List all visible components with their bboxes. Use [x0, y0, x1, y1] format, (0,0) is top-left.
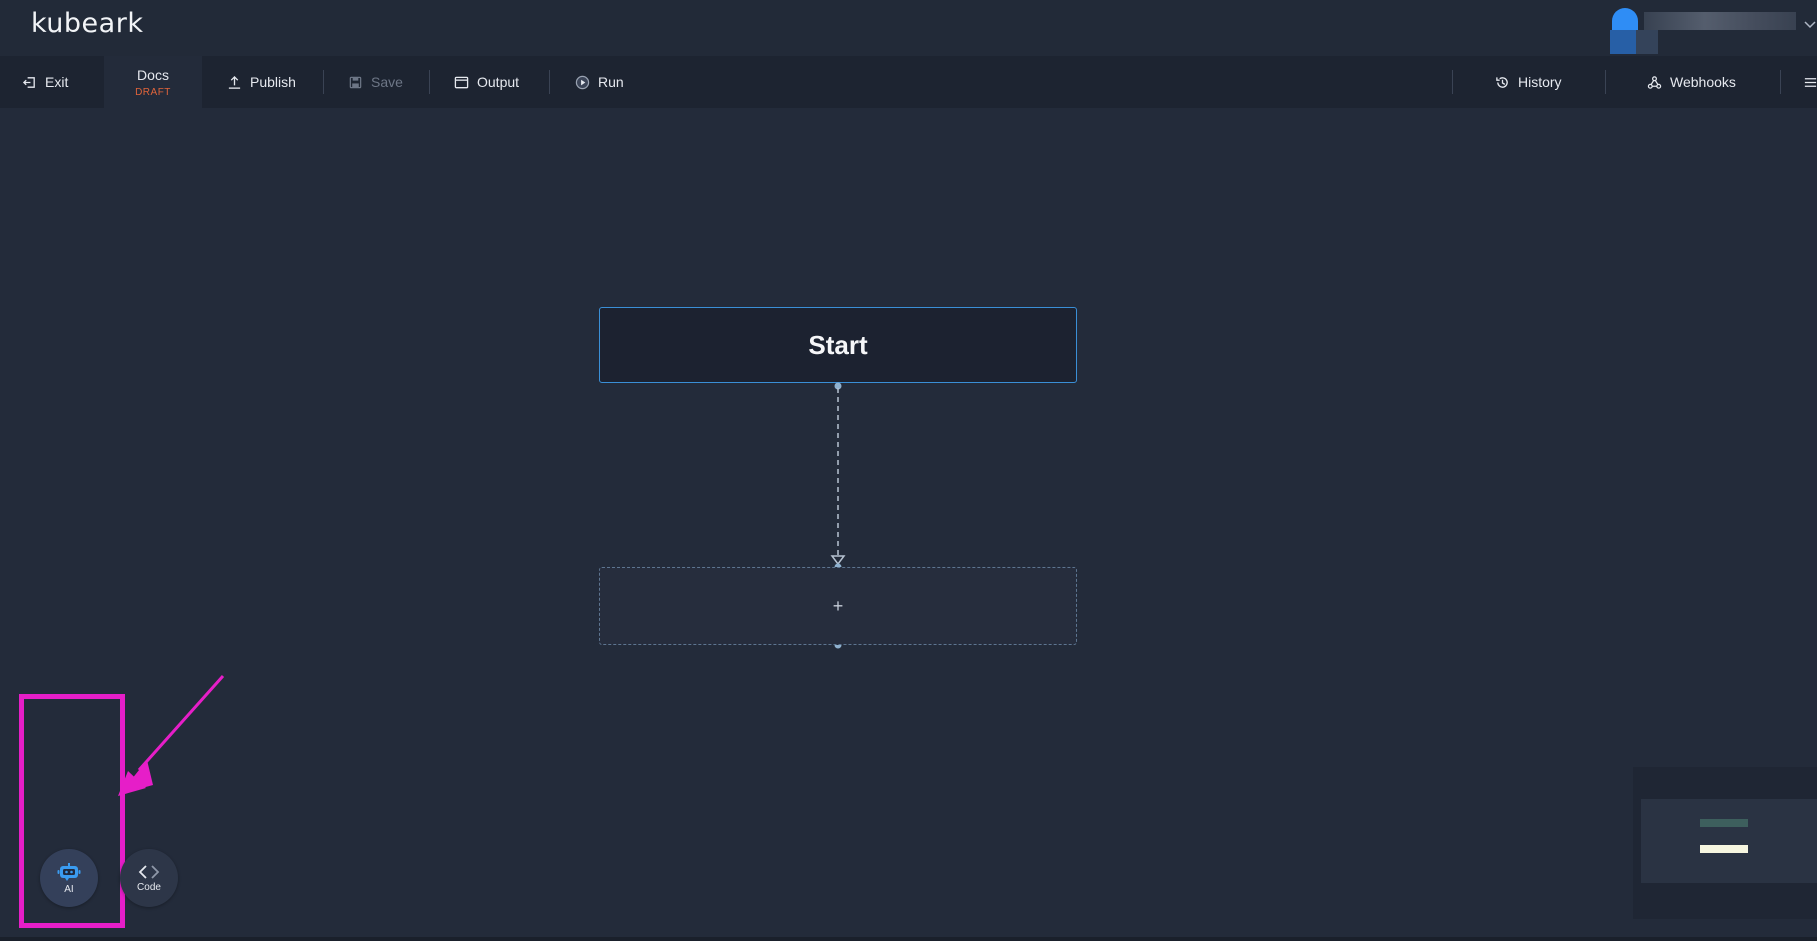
username-redacted — [1644, 12, 1796, 30]
run-label: Run — [598, 74, 624, 90]
canvas-minimap[interactable] — [1633, 767, 1817, 919]
robot-icon — [57, 862, 81, 881]
exit-icon — [22, 76, 35, 88]
output-button[interactable]: Output — [454, 56, 519, 108]
exit-button[interactable]: Exit — [22, 56, 68, 108]
history-icon — [1496, 76, 1508, 88]
user-profile-menu[interactable] — [1610, 4, 1817, 54]
workflow-canvas[interactable]: Start + — [0, 108, 1817, 941]
app-logo[interactable]: kubeark — [31, 8, 144, 39]
avatar[interactable] — [1610, 8, 1658, 54]
play-icon — [575, 75, 590, 89]
history-button[interactable]: History — [1495, 56, 1562, 108]
minimap-start-node — [1700, 819, 1748, 827]
start-node-label: Start — [808, 329, 868, 360]
menu-icon — [1804, 77, 1817, 87]
ai-assistant-button[interactable]: AI — [40, 849, 98, 907]
toolbar-divider — [1605, 70, 1606, 94]
code-icon — [138, 864, 160, 879]
add-node-icon: + — [832, 595, 844, 616]
publish-button[interactable]: Publish — [227, 56, 296, 108]
webhooks-label: Webhooks — [1670, 74, 1736, 90]
exit-label: Exit — [45, 74, 69, 90]
add-node-placeholder[interactable]: + — [599, 567, 1077, 645]
chevron-down-icon[interactable] — [1804, 18, 1816, 29]
document-tab[interactable]: Docs DRAFT — [104, 56, 202, 108]
webhooks-button[interactable]: Webhooks — [1647, 56, 1736, 108]
webhooks-icon — [1647, 75, 1662, 89]
toolbar-divider — [549, 70, 550, 94]
bottom-edge — [0, 937, 1817, 941]
code-view-button[interactable]: Code — [120, 849, 178, 907]
toolbar-divider — [429, 70, 430, 94]
start-node[interactable]: Start — [599, 307, 1077, 383]
ai-button-label: AI — [64, 883, 74, 895]
minimap-placeholder-node — [1700, 845, 1748, 853]
toolbar-divider — [323, 70, 324, 94]
code-button-label: Code — [137, 881, 161, 893]
publish-label: Publish — [250, 74, 296, 90]
minimap-viewport[interactable] — [1641, 799, 1817, 883]
document-name: Docs — [137, 66, 169, 83]
menu-button[interactable] — [1803, 56, 1817, 108]
save-button[interactable]: Save — [348, 56, 403, 108]
output-label: Output — [477, 74, 520, 90]
editor-toolbar: Exit Docs DRAFT Publish Save — [0, 56, 1817, 108]
window-icon — [454, 76, 469, 88]
document-status-badge: DRAFT — [135, 86, 171, 98]
node-connector — [830, 382, 846, 649]
upload-icon — [228, 75, 241, 89]
save-label: Save — [371, 74, 403, 90]
toolbar-divider — [1780, 70, 1781, 94]
save-icon — [349, 76, 362, 88]
run-button[interactable]: Run — [575, 56, 624, 108]
history-label: History — [1518, 74, 1562, 90]
toolbar-divider — [1452, 70, 1453, 94]
annotation-highlight — [19, 694, 125, 928]
header-bar: kubeark — [0, 0, 1817, 56]
